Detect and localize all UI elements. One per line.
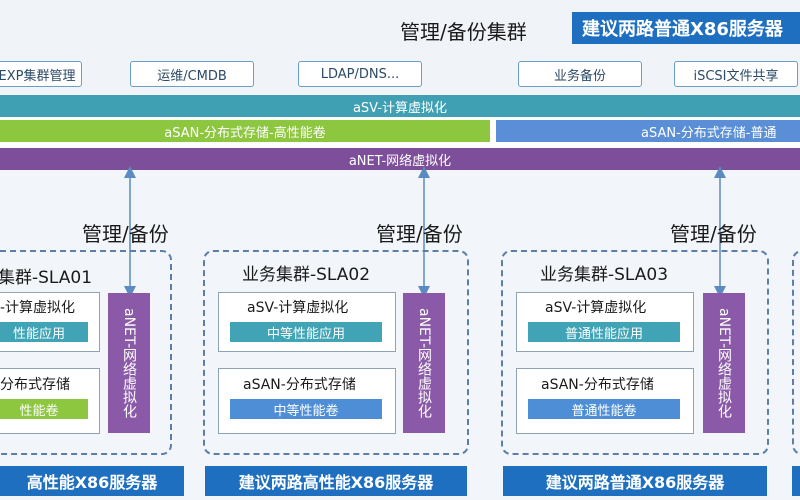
cluster-sla02 bbox=[203, 250, 469, 455]
asan-standard-bar: aSAN-分布式存储-普通 bbox=[496, 120, 800, 142]
cluster-sla01-title: 集群-SLA01 bbox=[0, 268, 93, 288]
cluster-sla02-server-banner: 建议两路高性能X86服务器 bbox=[205, 466, 467, 496]
asv-layer-bar: aSV-计算虚拟化 bbox=[0, 95, 800, 117]
cluster-sla01-asan-label: 分布式存储 bbox=[0, 377, 70, 393]
cluster-sla01-server-banner: 高性能X86服务器 bbox=[0, 466, 184, 496]
cluster-sla03-asan-label: aSAN-分布式存储 bbox=[541, 377, 654, 393]
service-business-backup: 业务备份 bbox=[518, 61, 642, 87]
cluster-partial-right bbox=[792, 250, 800, 455]
service-ops-cmdb: 运维/CMDB bbox=[130, 61, 254, 87]
anet-layer-bar: aNET-网络虚拟化 bbox=[0, 148, 800, 170]
service-cluster-management: EXP集群管理 bbox=[0, 61, 82, 87]
management-cluster-title: 管理/备份集群 bbox=[400, 20, 527, 44]
cluster-sla01-mgmt-label: 管理/备份 bbox=[82, 222, 169, 246]
cluster-sla03-title: 业务集群-SLA03 bbox=[540, 265, 669, 285]
cluster-sla03-server-banner: 建议两路普通X86服务器 bbox=[503, 466, 767, 496]
cluster-sla01 bbox=[0, 250, 172, 455]
cluster-sla02-asan-label: aSAN-分布式存储 bbox=[243, 377, 356, 393]
cluster-sla02-asv-label: aSV-计算虚拟化 bbox=[247, 300, 349, 316]
cluster-sla03-asv-app: 普通性能应用 bbox=[528, 322, 680, 342]
asan-high-performance-bar: aSAN-分布式存储-高性能卷 bbox=[0, 120, 490, 142]
cluster-sla03 bbox=[501, 250, 769, 455]
cluster-sla02-asan-vol: 中等性能卷 bbox=[230, 399, 382, 419]
cluster-sla02-anet: aNET-网络虚拟化 bbox=[403, 293, 445, 433]
cluster-partial-right-banner bbox=[792, 466, 800, 496]
cluster-sla02-asv-app: 中等性能应用 bbox=[230, 322, 382, 342]
service-iscsi-share: iSCSI文件共享 bbox=[674, 61, 798, 87]
service-ldap-dns: LDAP/DNS... bbox=[298, 61, 422, 87]
cluster-sla03-mgmt-label: 管理/备份 bbox=[670, 222, 757, 246]
cluster-sla01-asan-vol: 性能卷 bbox=[0, 399, 88, 419]
cluster-sla03-anet: aNET-网络虚拟化 bbox=[703, 293, 745, 433]
cluster-sla01-asv-label: -计算虚拟化 bbox=[0, 300, 76, 316]
cluster-sla03-asan-vol: 普通性能卷 bbox=[528, 399, 680, 419]
cluster-sla03-asv-label: aSV-计算虚拟化 bbox=[545, 300, 647, 316]
management-server-banner: 建议两路普通X86服务器 bbox=[572, 12, 800, 44]
cluster-sla02-mgmt-label: 管理/备份 bbox=[376, 222, 463, 246]
cluster-sla02-title: 业务集群-SLA02 bbox=[242, 265, 371, 285]
cluster-sla01-anet: aNET-网络虚拟化 bbox=[108, 293, 150, 433]
cluster-sla01-asv-app: 性能应用 bbox=[0, 322, 88, 342]
